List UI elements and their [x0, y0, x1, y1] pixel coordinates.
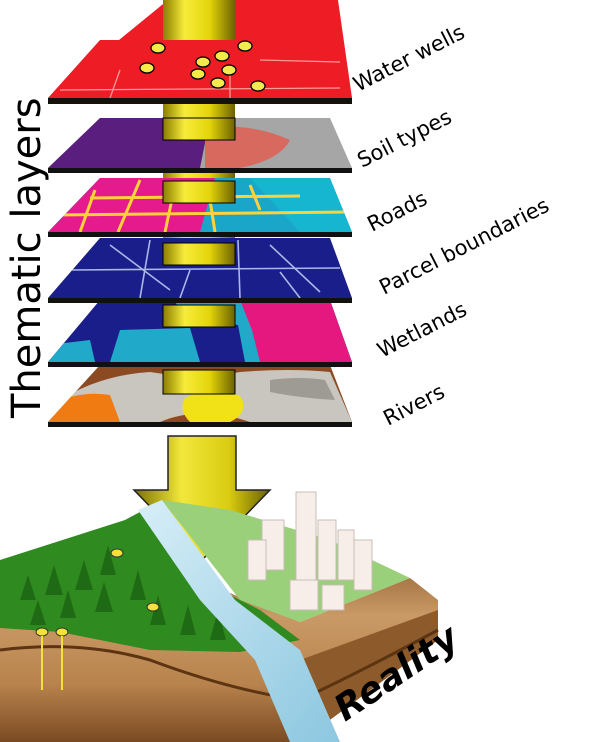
label-rivers: Rivers — [379, 379, 448, 430]
label-roads: Roads — [363, 186, 431, 236]
label-wetlands: Wetlands — [373, 297, 470, 362]
label-water-wells: Water wells — [349, 20, 468, 97]
shaft-top — [163, 0, 235, 40]
shaft-segment — [163, 181, 235, 203]
shaft-segment — [163, 305, 235, 327]
label-soil-types: Soil types — [353, 105, 455, 173]
shaft-segment — [163, 370, 235, 394]
thematic-layers-label: Thematic layers — [4, 97, 50, 419]
shaft-segment — [163, 243, 235, 265]
shaft-segment — [163, 118, 235, 140]
